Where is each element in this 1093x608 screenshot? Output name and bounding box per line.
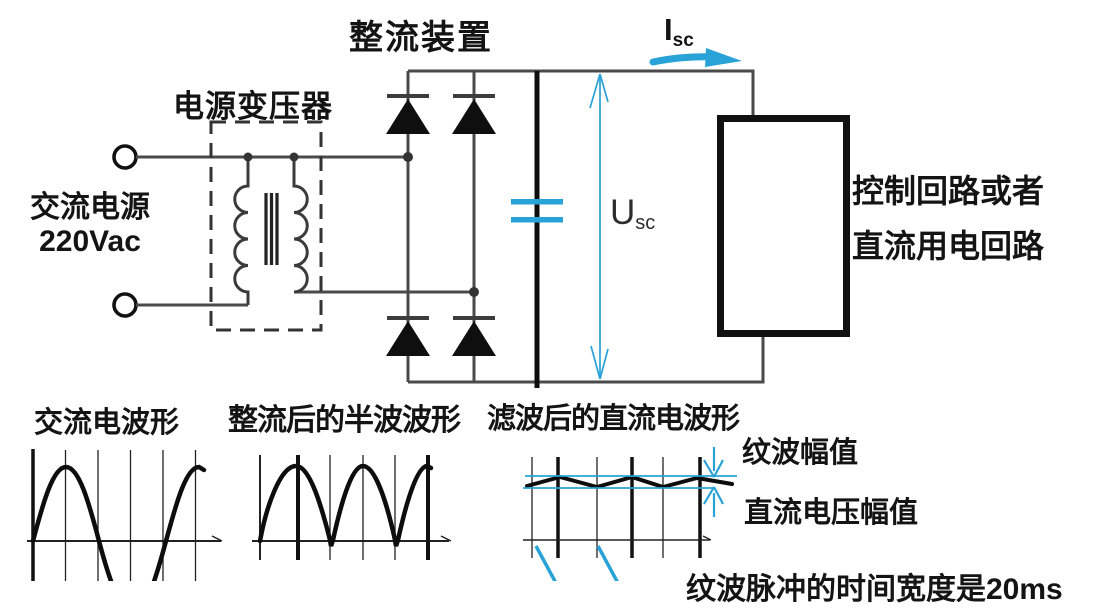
usc-base: U bbox=[610, 193, 636, 232]
junction-dots bbox=[243, 152, 479, 297]
rectified-waveform-plot bbox=[252, 455, 452, 560]
circuit-graphics bbox=[27, 48, 850, 581]
isc-label: Isc bbox=[664, 12, 694, 52]
usc-label: Usc bbox=[610, 193, 655, 235]
ac-waveform-title: 交流电波形 bbox=[34, 407, 180, 439]
filtered-waveform-plot bbox=[523, 447, 737, 581]
isc-arrow-icon bbox=[649, 48, 742, 67]
filtered-waveform-title: 滤波后的直流电波形 bbox=[487, 403, 740, 435]
isc-sub: sc bbox=[672, 30, 694, 51]
usc-arrow-icon bbox=[589, 73, 609, 380]
diode-top-right bbox=[452, 94, 496, 134]
ac-source-line1: 交流电源 bbox=[30, 191, 150, 224]
usc-sub: sc bbox=[635, 212, 656, 234]
capacitor-icon bbox=[511, 71, 563, 388]
ac-waveform-plot bbox=[27, 449, 223, 581]
ripple-dimension-arrow-icon bbox=[703, 447, 724, 517]
rectifier-label: 整流装置 bbox=[349, 19, 493, 57]
diode-bottom-left bbox=[386, 316, 430, 356]
ripple-amplitude-label: 纹波幅值 bbox=[742, 437, 859, 469]
diode-icons bbox=[386, 94, 496, 356]
ac-source-line2: 220Vac bbox=[39, 225, 141, 258]
ripple-width-note: 纹波脉冲的时间宽度是20ms bbox=[686, 573, 1063, 606]
diode-top-left bbox=[386, 94, 430, 134]
isc-base: I bbox=[664, 12, 673, 47]
diode-bottom-right bbox=[452, 316, 496, 356]
dc-amplitude-label: 直流电压幅值 bbox=[744, 497, 919, 529]
load-label-line1: 控制回路或者 bbox=[852, 173, 1045, 209]
load-label: 控制回路或者 直流用电回路 bbox=[852, 164, 1044, 274]
ripple-width-pointer-lines bbox=[534, 545, 619, 581]
load-label-line2: 直流用电回路 bbox=[852, 228, 1045, 264]
ac-source-label: 交流电源 220Vac bbox=[10, 191, 170, 259]
transformer-icon bbox=[209, 120, 323, 332]
circuit-diagram-page: { "colors": { "accent": "#29a3d7", "wire… bbox=[10, 12, 1063, 606]
transformer-label: 电源变压器 bbox=[173, 89, 333, 124]
load-box bbox=[717, 115, 850, 337]
ripple-band-lines bbox=[523, 475, 737, 489]
rectified-waveform-title: 整流后的半波波形 bbox=[228, 404, 461, 437]
